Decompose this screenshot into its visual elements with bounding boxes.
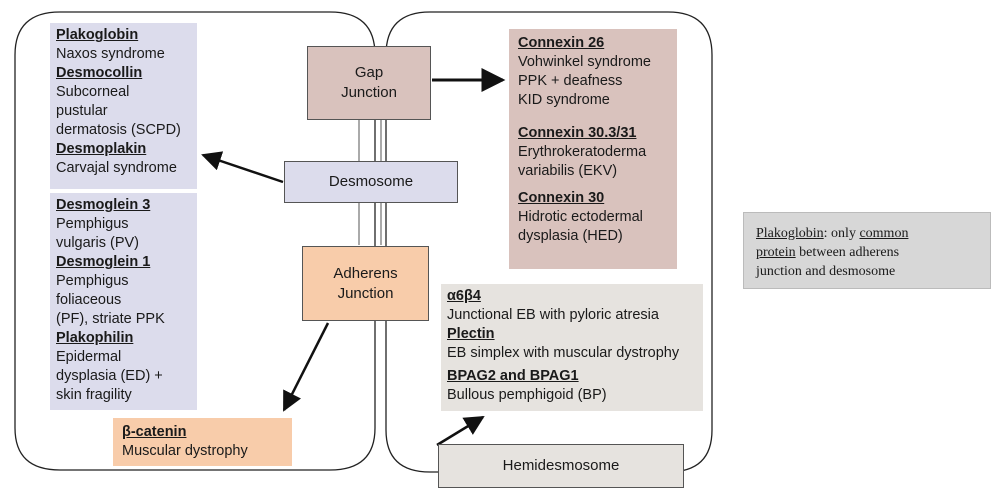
disease-line: dysplasia (ED) + xyxy=(56,368,163,384)
disease-line: skin fragility xyxy=(56,387,132,403)
adherens-label-2: Junction xyxy=(337,284,394,302)
gap-junction-label-2: Junction xyxy=(341,84,397,101)
disease-line: Epidermal xyxy=(56,349,122,365)
disease-line: Carvajal syndrome xyxy=(56,160,177,176)
protein-desmocollin: Desmocollin xyxy=(56,65,143,81)
protein-beta-catenin: β-catenin xyxy=(122,424,187,440)
disease-line: foliaceous xyxy=(56,292,122,308)
desmosome-node: Desmosome xyxy=(284,161,458,203)
disease-line: PPK + deafness xyxy=(518,73,623,89)
protein-a6b4: α6β4 xyxy=(447,288,481,304)
hemidesmosome-label: Hemidesmosome xyxy=(502,457,620,474)
note-common: common xyxy=(859,226,909,241)
protein-plakoglobin: Plakoglobin xyxy=(56,27,139,43)
disease-line: vulgaris (PV) xyxy=(56,235,139,251)
arrow-hemidesmosome-to-panel xyxy=(436,415,485,447)
adherens-label-1: Adherens xyxy=(333,264,398,282)
adherens-junction-node: Adherens Junction xyxy=(302,246,429,321)
desmosome-panel-lower: Desmoglein 3 Pemphigus vulgaris (PV) Des… xyxy=(50,193,197,410)
protein-connexin-30-3-31: Connexin 30.3/31 xyxy=(518,125,637,141)
disease-line: dermatosis (SCPD) xyxy=(56,122,181,138)
note-text: junction and desmosome xyxy=(756,264,896,279)
protein-connexin-26: Connexin 26 xyxy=(518,35,605,51)
disease-line: Muscular dystrophy xyxy=(122,443,248,459)
disease-line: Subcorneal xyxy=(56,84,130,100)
protein-bpag2-bpag1: BPAG2 and BPAG1 xyxy=(447,368,579,384)
disease-line: Junctional EB with pyloric atresia xyxy=(447,307,659,323)
disease-line: dysplasia (HED) xyxy=(518,228,623,244)
disease-line: Pemphigus xyxy=(56,216,129,232)
disease-line: pustular xyxy=(56,103,108,119)
protein-connexin-30: Connexin 30 xyxy=(518,190,605,206)
disease-line: Naxos syndrome xyxy=(56,46,165,62)
disease-line: variabilis (EKV) xyxy=(518,163,618,179)
hemidesmosome-node: Hemidesmosome xyxy=(438,444,684,488)
disease-line: Erythrokeratoderma xyxy=(518,144,647,160)
disease-line: KID syndrome xyxy=(518,92,610,108)
disease-line: (PF), striate PPK xyxy=(56,311,165,327)
protein-desmoplakin: Desmoplakin xyxy=(56,141,147,157)
arrow-adherens-to-catenin xyxy=(282,322,330,412)
note-plakoglobin: Plakoglobin xyxy=(756,226,824,241)
gap-junction-node: Gap Junction xyxy=(307,46,431,120)
desmosome-panel-upper: Plakoglobin Naxos syndrome Desmocollin S… xyxy=(50,23,197,189)
protein-plectin: Plectin xyxy=(447,326,495,342)
protein-desmoglein-1: Desmoglein 1 xyxy=(56,254,151,270)
hemidesmosome-panel: α6β4 Junctional EB with pyloric atresia … xyxy=(441,284,703,411)
catenin-panel: β-catenin Muscular dystrophy xyxy=(113,418,292,466)
note-protein: protein xyxy=(756,245,796,260)
desmosome-label: Desmosome xyxy=(328,173,414,190)
gap-junction-label-1: Gap xyxy=(354,64,384,81)
disease-line: EB simplex with muscular dystrophy xyxy=(447,345,680,361)
disease-line: Pemphigus xyxy=(56,273,129,289)
plakoglobin-note: Plakoglobin: only common protein between… xyxy=(743,212,991,289)
protein-desmoglein-3: Desmoglein 3 xyxy=(56,197,151,213)
note-text: between adherens xyxy=(795,245,900,260)
connexin-panel: Connexin 26 Vohwinkel syndrome PPK + dea… xyxy=(509,29,677,269)
protein-plakophilin: Plakophilin xyxy=(56,330,134,346)
note-text: : only xyxy=(823,226,860,241)
left-cell-outline xyxy=(14,11,376,471)
disease-line: Vohwinkel syndrome xyxy=(518,54,651,70)
disease-line: Hidrotic ectodermal xyxy=(518,209,643,225)
disease-line: Bullous pemphigoid (BP) xyxy=(447,387,607,403)
arrow-desmosome-to-panel xyxy=(201,151,284,184)
